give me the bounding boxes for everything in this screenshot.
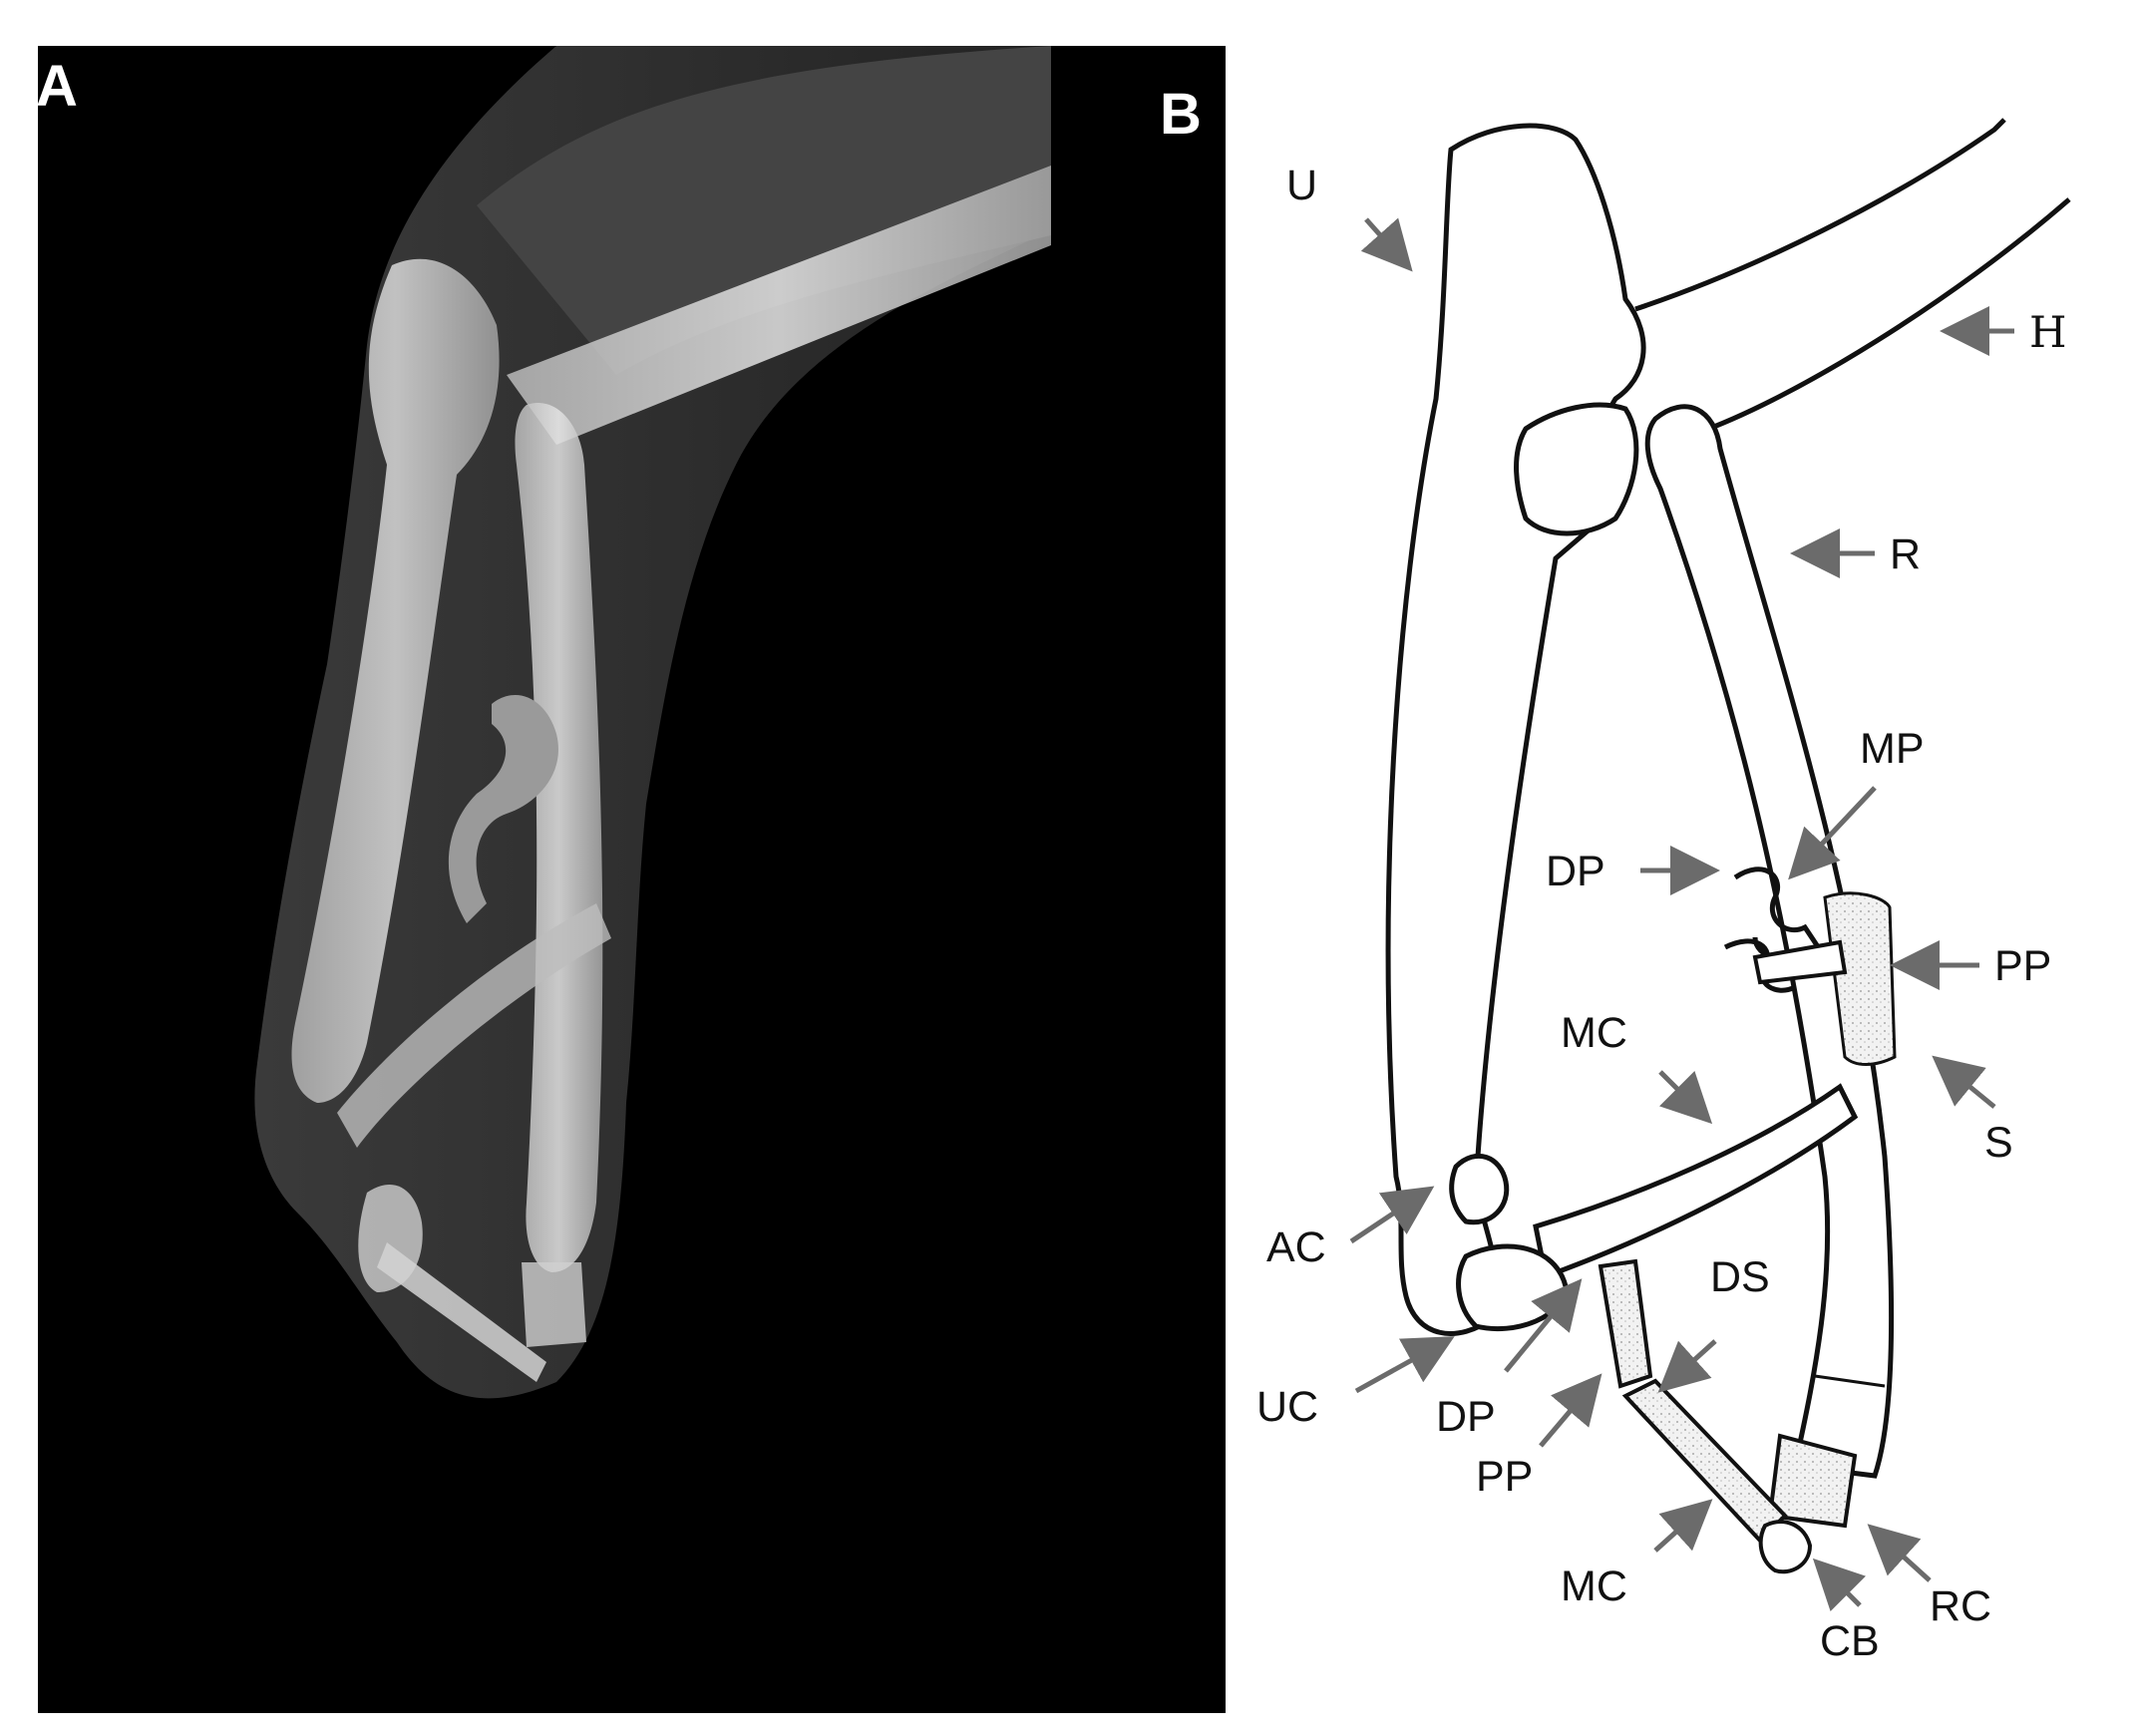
arrow-pp-bottom: [1539, 1373, 1602, 1448]
label-r: R: [1890, 530, 1921, 578]
label-mc-mid: MC: [1561, 1009, 1627, 1057]
arrow-uc: [1354, 1336, 1455, 1394]
arrow-mc-bottom: [1653, 1499, 1713, 1553]
arrow-rc: [1867, 1524, 1932, 1582]
label-pp-right: PP: [1994, 942, 2051, 990]
radial-carpal-shadow: [522, 1262, 586, 1347]
phalanx-upper: [1752, 939, 1848, 985]
digit-shadow: [448, 695, 558, 923]
olecranon: [1514, 402, 1639, 536]
label-ds: DS: [1710, 1253, 1770, 1301]
ulna-shadow: [291, 258, 500, 1104]
label-rc: RC: [1930, 1582, 1991, 1630]
arrow-dp-bottom: [1504, 1278, 1583, 1373]
xray-image: [254, 46, 1052, 1399]
label-mc-bottom: MC: [1561, 1562, 1627, 1610]
ulna: [1385, 123, 1646, 1336]
radial-carpal: [1767, 1433, 1858, 1529]
carpal-bone: [1758, 1520, 1813, 1574]
diagram-panel: U H R MP DP PP MC S AC DS UC DP PP MC RC…: [1226, 46, 2136, 1713]
panel-label-b: B: [1160, 82, 1202, 147]
arrow-cb: [1812, 1558, 1866, 1611]
label-cb: CB: [1820, 1617, 1880, 1665]
humerus: [1634, 118, 2071, 437]
label-s: S: [1984, 1119, 2013, 1167]
label-dp-top: DP: [1546, 848, 1605, 895]
arrow-u: [1360, 217, 1413, 272]
humerus-shadow: [507, 166, 1051, 445]
metacarpal-upper: [1533, 1083, 1859, 1280]
arrow-mc-mid: [1658, 1070, 1713, 1125]
label-mp: MP: [1860, 725, 1925, 773]
accessory-carpal: [1449, 1153, 1510, 1225]
label-pp-bottom: PP: [1476, 1453, 1533, 1501]
anatomy-drawing: U H R MP DP PP MC S AC DS UC DP PP MC RC…: [1256, 118, 2071, 1665]
xray-panel: [38, 46, 1226, 1713]
arrow-ac: [1349, 1186, 1435, 1244]
label-u: U: [1286, 162, 1317, 209]
metacarpal-lower: [1621, 1378, 1788, 1544]
radius-distal-band: [1814, 1374, 1886, 1388]
metacarpal-shadow: [337, 903, 611, 1148]
label-uc: UC: [1256, 1383, 1318, 1431]
hand-bones-shadow: [377, 1242, 546, 1382]
proximal-phalanx-lower: [1598, 1258, 1653, 1389]
arrow-s: [1932, 1055, 1996, 1109]
label-h: H: [2029, 308, 2067, 358]
upper-arm-tissue: [477, 46, 1051, 375]
label-dp-bottom: DP: [1436, 1393, 1496, 1441]
radius: [1644, 404, 1895, 1479]
arrow-ds: [1657, 1339, 1717, 1393]
radius-shadow: [515, 403, 603, 1272]
panel-label-a: A: [36, 54, 78, 119]
arrow-mp: [1788, 786, 1877, 880]
label-ac: AC: [1266, 1223, 1326, 1271]
